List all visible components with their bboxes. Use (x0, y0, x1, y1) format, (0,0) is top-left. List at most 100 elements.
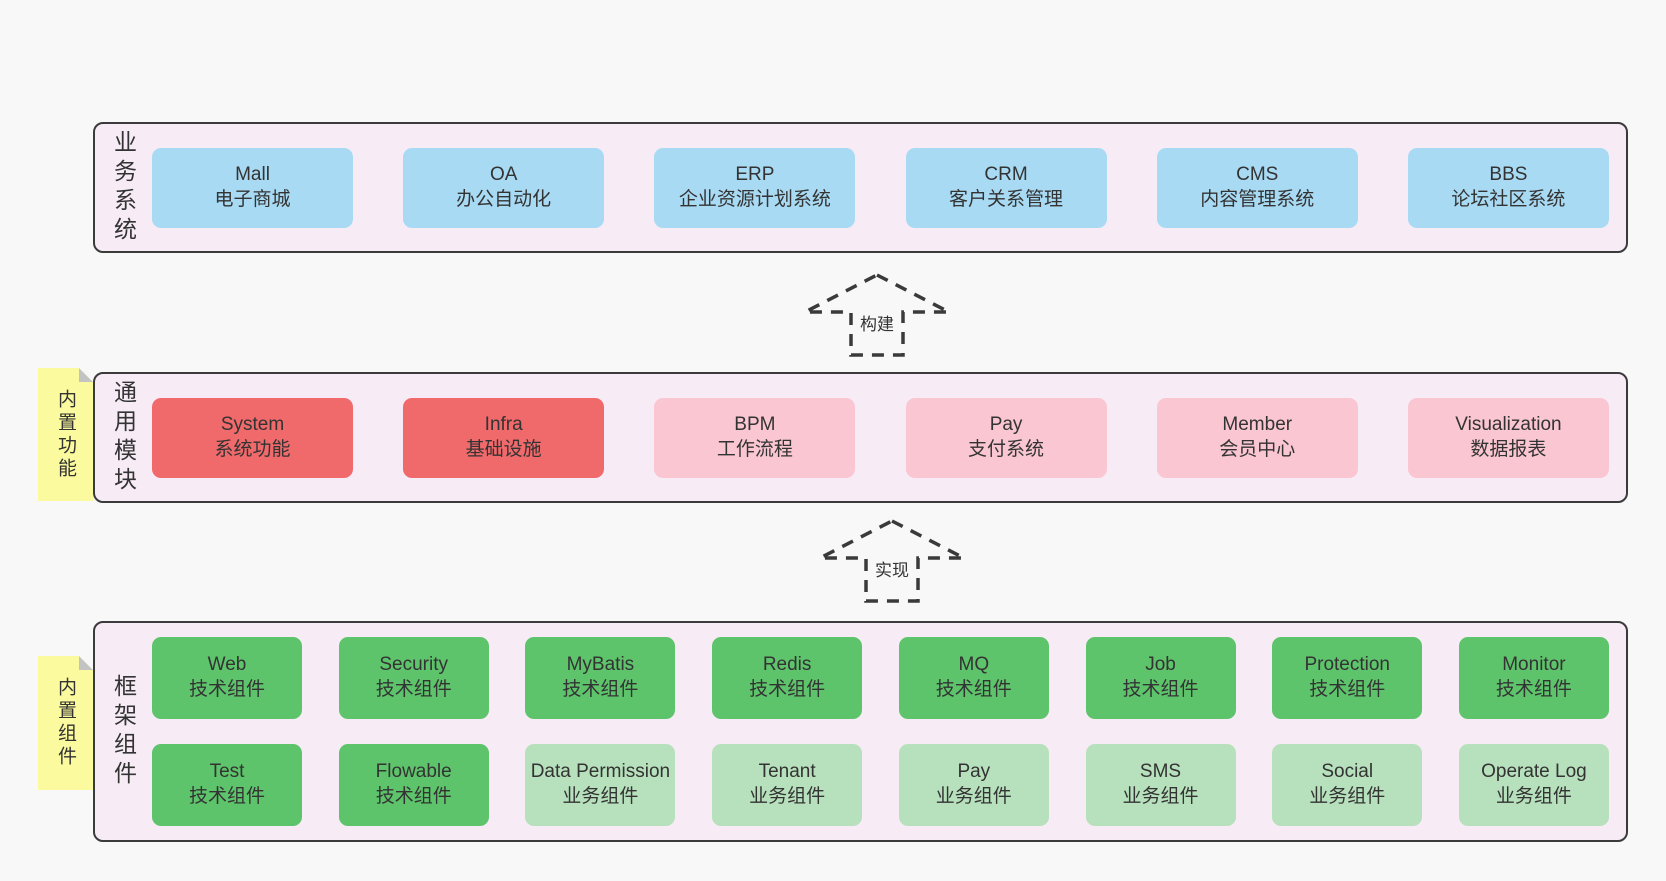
band-label-modules: 通用模块 (95, 374, 152, 501)
box-subtitle: 技术组件 (375, 679, 452, 700)
box-subtitle: 业务组件 (1495, 786, 1572, 807)
box-title: MQ (958, 654, 990, 676)
box-subtitle: 技术组件 (562, 679, 639, 700)
box-pay: Pay 支付系统 (905, 397, 1107, 478)
box-member: Member 会员中心 (1156, 397, 1358, 478)
box-mq: MQ 技术组件 (898, 637, 1049, 719)
dashed-up-arrow-implement: 实现 (817, 518, 967, 604)
box-title: Test (209, 761, 245, 783)
folded-corner-icon (79, 368, 93, 382)
band-label-text: 业务系统 (110, 129, 137, 246)
box-title: BPM (734, 413, 776, 435)
box-job: Job 技术组件 (1085, 637, 1236, 719)
box-security: Security 技术组件 (338, 637, 489, 719)
box-title: CRM (984, 163, 1028, 185)
box-title: CMS (1236, 163, 1279, 185)
box-protection: Protection 技术组件 (1272, 637, 1423, 719)
box-title: Data Permission (530, 761, 671, 783)
box-mall: Mall 电子商城 (152, 147, 353, 228)
box-subtitle: 内容管理系统 (1200, 188, 1315, 210)
box-data-permission: Data Permission 业务组件 (525, 744, 676, 826)
dashed-up-arrow-build: 构建 (802, 272, 952, 358)
sticky-note-text: 内置功能 (55, 388, 76, 481)
box-title: Flowable (375, 761, 452, 783)
box-test: Test 技术组件 (152, 744, 302, 826)
box-title: Visualization (1455, 413, 1562, 435)
box-title: Mall (235, 163, 270, 185)
box-title: System (220, 413, 285, 435)
box-subtitle: 支付系统 (968, 438, 1045, 460)
box-subtitle: 业务组件 (562, 786, 639, 807)
band-label-components: 框架组件 (95, 623, 152, 840)
box-title: Security (379, 654, 449, 676)
box-visualization: Visualization 数据报表 (1407, 397, 1609, 478)
box-subtitle: 技术组件 (935, 679, 1012, 700)
box-flowable: Flowable 技术组件 (338, 744, 489, 826)
box-social: Social 业务组件 (1272, 744, 1423, 826)
box-subtitle: 工作流程 (716, 438, 793, 460)
box-title: Operate Log (1481, 761, 1587, 783)
sticky-note-text: 内置组件 (55, 677, 76, 769)
box-title: Monitor (1502, 654, 1566, 676)
box-title: Job (1145, 654, 1176, 676)
box-title: SMS (1139, 761, 1182, 783)
box-redis: Redis 技术组件 (712, 637, 863, 719)
box-subtitle: 论坛社区系统 (1451, 188, 1566, 210)
box-subtitle: 技术组件 (749, 679, 826, 700)
box-cms: CMS 内容管理系统 (1156, 147, 1358, 228)
box-monitor: Monitor 技术组件 (1458, 637, 1609, 719)
band-label-text: 通用模块 (110, 379, 137, 496)
box-subtitle: 技术组件 (1122, 679, 1199, 700)
box-subtitle: 技术组件 (1309, 679, 1386, 700)
band-label-text: 框架组件 (110, 673, 137, 790)
box-subtitle: 电子商城 (214, 188, 291, 210)
box-subtitle: 技术组件 (375, 786, 452, 807)
box-oa: OA 办公自动化 (403, 147, 605, 228)
box-subtitle: 业务组件 (935, 786, 1012, 807)
box-title: Web (207, 654, 247, 676)
box-subtitle: 业务组件 (1309, 786, 1386, 807)
box-web: Web 技术组件 (152, 637, 302, 719)
box-title: Member (1222, 413, 1293, 435)
box-title: Infra (484, 413, 523, 435)
arrow-build-label: 构建 (857, 310, 897, 335)
box-subtitle: 会员中心 (1219, 438, 1296, 460)
box-title: Redis (762, 654, 812, 676)
sticky-note-built-in-components: 内置组件 (38, 656, 93, 790)
arrow-implement-label: 实现 (872, 556, 912, 581)
box-tenant: Tenant 业务组件 (712, 744, 863, 826)
box-bbs: BBS 论坛社区系统 (1407, 147, 1609, 228)
box-subtitle: 数据报表 (1470, 438, 1547, 460)
box-subtitle: 办公自动化 (456, 188, 552, 210)
box-subtitle: 企业资源计划系统 (678, 188, 831, 210)
box-operate-log: Operate Log 业务组件 (1458, 744, 1609, 826)
box-title: Tenant (758, 761, 816, 783)
box-title: BBS (1489, 163, 1528, 185)
sticky-note-built-in-features: 内置功能 (38, 368, 93, 501)
folded-corner-icon (79, 656, 93, 670)
box-title: Protection (1304, 654, 1390, 676)
box-title: OA (489, 163, 518, 185)
box-subtitle: 技术组件 (188, 786, 265, 807)
box-subtitle: 技术组件 (1495, 679, 1572, 700)
box-subtitle: 技术组件 (188, 679, 265, 700)
box-subtitle: 业务组件 (749, 786, 826, 807)
box-title: Pay (989, 413, 1023, 435)
box-title: Social (1321, 761, 1374, 783)
box-subtitle: 业务组件 (1122, 786, 1199, 807)
